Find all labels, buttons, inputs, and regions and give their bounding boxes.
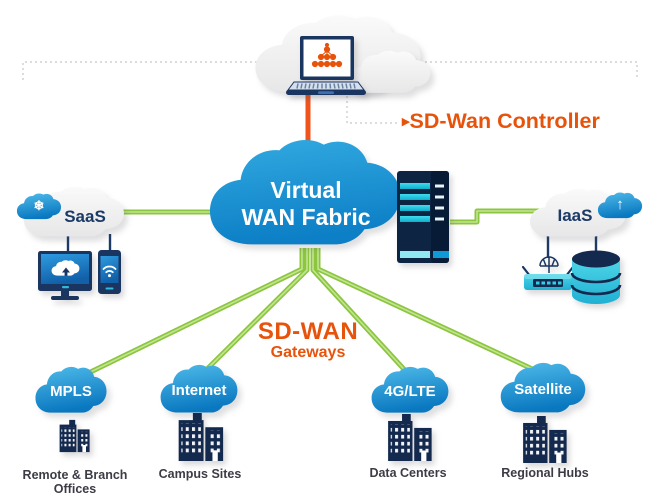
wan-fabric-label: Virtual WAN Fabric: [216, 177, 396, 231]
transport-label-satellite: Satellite: [514, 381, 572, 398]
server-rack-icon: [397, 171, 449, 263]
building-icon: [169, 413, 231, 461]
monitor-icon: [38, 251, 92, 300]
wan-fabric-line2: WAN Fabric: [241, 204, 371, 230]
iaas-label: IaaS: [557, 206, 593, 225]
building-icon: [516, 416, 572, 463]
transport-label-mpls: MPLS: [50, 383, 92, 400]
controller-laptop-icon: [286, 36, 366, 95]
upload-arrow-icon: ↑: [616, 196, 624, 213]
transport-label-4glte: 4G/LTE: [384, 383, 436, 400]
transport-label-internet: Internet: [171, 382, 227, 399]
green-links-highlight: [69, 210, 545, 383]
gateways-subtitle: Gateways: [270, 344, 346, 361]
controller-label: ▸SD-Wan Controller: [402, 109, 600, 134]
wifi-icon: [102, 265, 117, 274]
site-label: Campus Sites: [158, 467, 242, 481]
building-icon: [56, 413, 92, 459]
compress-arrows-icon: ❄: [33, 198, 45, 213]
dashed-controller-line: [346, 96, 400, 124]
site-label: Regional Hubs: [501, 466, 589, 480]
controller-label-text: SD-Wan Controller: [409, 109, 600, 133]
site-label: Data Centers: [369, 466, 447, 480]
wan-fabric-line1: Virtual: [270, 177, 342, 203]
site-label: Remote & Branch Offices: [22, 468, 128, 496]
antenna-dome-icon: [539, 256, 559, 273]
saas-label: SaaS: [64, 207, 106, 226]
smartphone-icon: [98, 250, 121, 294]
building-icon: [382, 414, 436, 461]
database-icon: [570, 250, 622, 304]
network-pyramid-icon: [311, 42, 343, 68]
gateways-title: SD-WAN: [257, 318, 359, 345]
router-icon: [521, 256, 575, 290]
controller-arrow-icon: ▸: [402, 113, 410, 130]
